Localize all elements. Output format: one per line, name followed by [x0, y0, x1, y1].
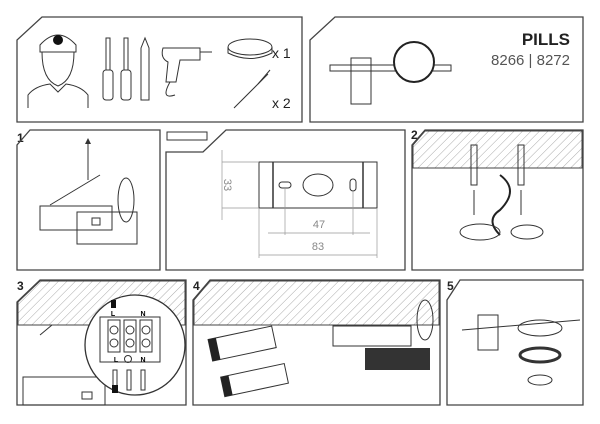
- terminal-live-top: L: [111, 311, 116, 318]
- step-number: 3: [17, 279, 24, 293]
- hole-spacing-dimension: 47: [313, 219, 325, 231]
- screwdrivers-icon: [102, 37, 132, 101]
- product-name: PILLS: [522, 30, 570, 49]
- wall-anchor-icon: [233, 69, 271, 109]
- step-4-panel: 4: [192, 279, 441, 406]
- width-dimension: 83: [312, 241, 324, 253]
- pencil-icon: [140, 36, 150, 101]
- step-number: 1: [17, 131, 24, 145]
- step-2-panel: 2: [411, 128, 584, 271]
- step-5-panel: 5: [446, 279, 584, 406]
- step-1-panel: 1: [16, 129, 161, 271]
- drill-icon: [161, 47, 212, 97]
- fixture-icon: [227, 38, 273, 59]
- step-number: 5: [447, 279, 454, 293]
- dimensions-panel: 33 47 83: [165, 129, 406, 271]
- title-panel: PILLS 8266 | 8272: [309, 16, 584, 123]
- anchor-quantity: x 2: [272, 95, 291, 111]
- ground-icon: [124, 355, 132, 363]
- terminal-live: L: [114, 357, 119, 364]
- installer-icon: [27, 34, 89, 108]
- product-codes: 8266 | 8272: [491, 52, 570, 69]
- step-number: 2: [411, 128, 418, 142]
- height-dimension: 33: [221, 179, 233, 191]
- terminal-neutral: N: [140, 357, 145, 364]
- step-number: 4: [193, 279, 200, 293]
- step-3-panel: 3 L N L N: [16, 279, 187, 406]
- terminal-neutral-top: N: [140, 311, 145, 318]
- tools-panel: x 1 x 2: [16, 16, 303, 123]
- ruler-icon: [166, 131, 208, 141]
- fixture-quantity: x 1: [272, 45, 291, 61]
